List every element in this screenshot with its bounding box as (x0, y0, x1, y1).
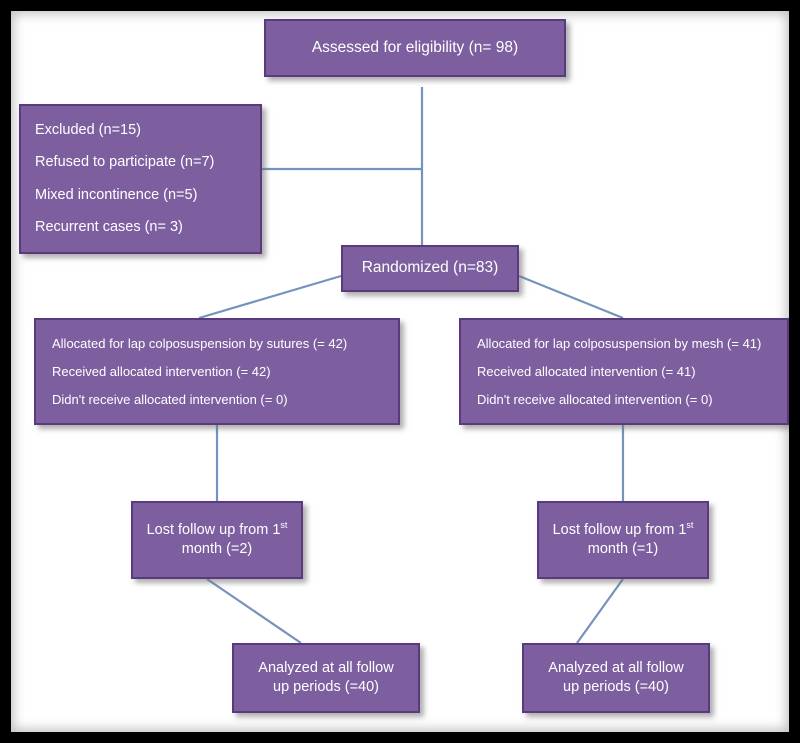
node-assessed-for-eligibility: Assessed for eligibility (n= 98) (264, 19, 566, 77)
alloc-mesh-line-1: Allocated for lap colposuspension by mes… (477, 336, 762, 352)
node-randomized-label: Randomized (n=83) (361, 259, 499, 277)
node-assessed-label: Assessed for eligibility (n= 98) (311, 38, 519, 56)
lost-left-ordinal-suffix: st (280, 520, 288, 531)
lost-right-line-2: month (=1) (587, 541, 659, 557)
analyzed-right-line-2: up periods (=40) (563, 679, 669, 695)
link-randomized-to-alloc-mesh (518, 274, 624, 320)
link-lost-right-to-analyzed-right (576, 578, 624, 644)
lost-right-line-1: Lost follow up from 1st (553, 521, 694, 540)
alloc-sutures-line-1: Allocated for lap colposuspension by sut… (52, 336, 348, 352)
lost-left-line-2: month (=2) (181, 541, 253, 557)
alloc-mesh-line-3: Didn't receive allocated intervention (=… (477, 391, 713, 407)
node-randomized: Randomized (n=83) (341, 245, 519, 292)
alloc-mesh-line-2: Received allocated intervention (= 41) (477, 363, 696, 379)
node-excluded: Excluded (n=15) Refused to participate (… (19, 104, 262, 254)
alloc-sutures-line-2: Received allocated intervention (= 42) (52, 363, 271, 379)
lost-left-line-1-text: Lost follow up from 1 (146, 521, 281, 538)
analyzed-left-line-1: Analyzed at all follow (258, 659, 394, 676)
node-analyzed-right: Analyzed at all follow up periods (=40) (522, 643, 710, 713)
link-lost-left-to-analyzed-left (206, 578, 302, 644)
analyzed-left-line-2: up periods (=40) (273, 679, 379, 695)
excluded-line-2: Refused to participate (n=7) (35, 154, 215, 171)
analyzed-right-line-1: Analyzed at all follow (548, 659, 684, 676)
excluded-line-1: Excluded (n=15) (35, 121, 141, 138)
node-lost-follow-up-right: Lost follow up from 1st month (=1) (537, 501, 709, 579)
link-randomized-to-alloc-sutures (198, 274, 342, 320)
alloc-sutures-line-3: Didn't receive allocated intervention (=… (52, 391, 288, 407)
lost-right-line-1-text: Lost follow up from 1 (552, 521, 687, 538)
node-lost-follow-up-left: Lost follow up from 1st month (=2) (131, 501, 303, 579)
lost-right-ordinal-suffix: st (686, 520, 694, 531)
node-allocated-sutures: Allocated for lap colposuspension by sut… (34, 318, 400, 425)
lost-left-line-1: Lost follow up from 1st (147, 521, 288, 540)
node-analyzed-left: Analyzed at all follow up periods (=40) (232, 643, 420, 713)
excluded-line-3: Mixed incontinence (n=5) (35, 186, 198, 203)
excluded-line-4: Recurrent cases (n= 3) (35, 219, 183, 236)
flowchart-canvas: Assessed for eligibility (n= 98) Exclude… (11, 11, 789, 732)
node-allocated-mesh: Allocated for lap colposuspension by mes… (459, 318, 789, 425)
